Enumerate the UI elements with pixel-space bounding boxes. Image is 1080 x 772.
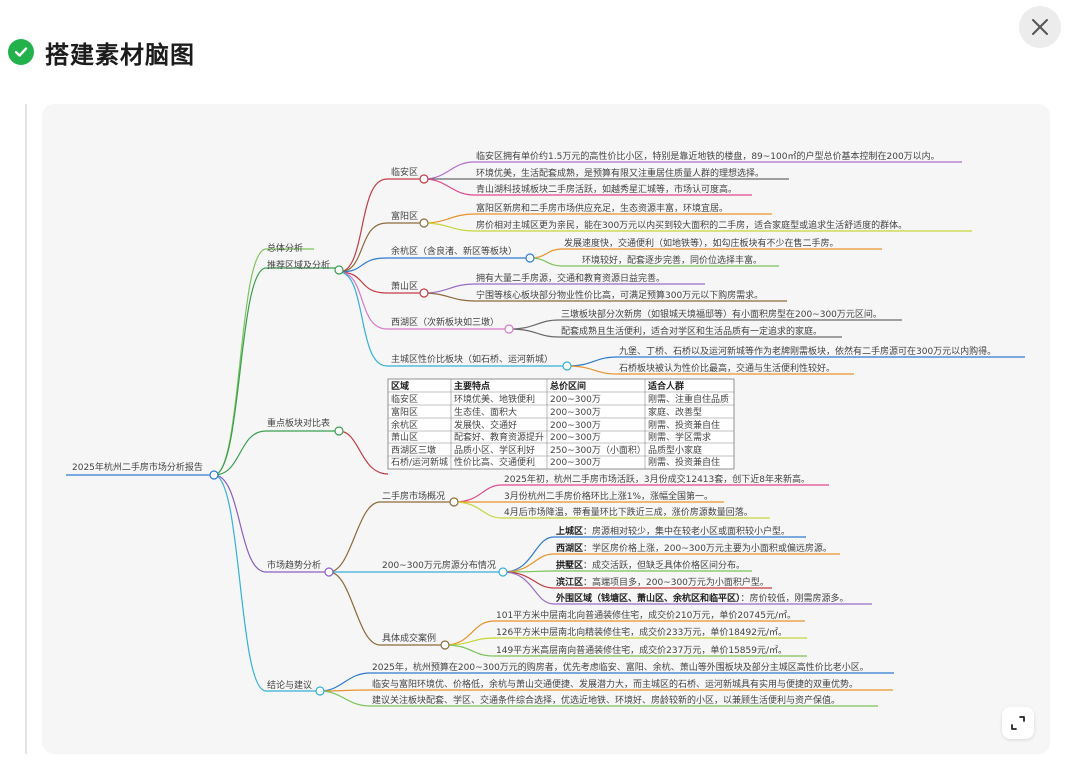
trend-note: 4月后市场降温，带看量环比下跌近三成，涨价房源数量回落。 (504, 506, 753, 518)
district-note: 配套成熟且生活便利，适合对学区和生活品质有一定追求的家庭。 (561, 325, 822, 337)
check-circle-icon (8, 39, 34, 65)
table-cell: 家庭、改善型 (648, 406, 702, 418)
branch-compare: 重点板块对比表 (267, 417, 330, 429)
trend-note: 3月份杭州二手房价格环比上涨1%，涨幅全国第一。 (504, 490, 713, 502)
close-button[interactable] (1019, 6, 1061, 48)
close-icon (1032, 19, 1048, 35)
mindmap-canvas: 2025年杭州二手房市场分析报告 总体分析 推荐区域及分析 重点板块对比表 市场… (42, 104, 1050, 754)
table-cell: 200~300万 (550, 433, 601, 443)
table-cell: 石桥/运河新城 (391, 456, 448, 468)
comparison-table: 区域 主要特点 总价区间 适合人群 临安区 环境优美、地铁便利 200~300万… (387, 378, 735, 470)
table-cell: 萧山区 (391, 431, 418, 443)
table-cell: 富阳区 (391, 406, 418, 418)
table-cell: 品质型小家庭 (648, 444, 702, 456)
table-cell: 生态佳、面积大 (454, 406, 517, 418)
district-linan: 临安区 (391, 166, 418, 178)
district-note: 九堡、丁桥、石桥以及运河新城等作为老牌刚需板块，依然有二手房源可在300万元以内… (619, 345, 996, 357)
district-note: 临安区拥有单价约1.5万元的高性价比小区，特别是靠近地铁的楼盘，89~100㎡的… (476, 150, 940, 162)
table-cell: 200~300万 (550, 458, 601, 468)
table-cell: 200~300万 (550, 395, 601, 405)
district-fuyang: 富阳区 (391, 210, 418, 222)
district-note: 环境优美，生活配套成熟，是预算有限又注重居住质量人群的理想选择。 (476, 167, 764, 179)
distribution-item: 外围区域（钱塘区、萧山区、余杭区和临平区）：房价较低，刚需房源多。 (555, 592, 849, 604)
district-note: 发展速度快，交通便利（如地铁等），如勾庄板块有不少在售二手房。 (564, 237, 839, 249)
table-header: 总价区间 (550, 380, 586, 392)
table-cell: 200~300万 (550, 421, 601, 431)
table-cell: 刚需、注重自住品质 (648, 393, 729, 405)
scroll-rail (25, 104, 27, 754)
district-yuhang: 余杭区（含良渚、新区等板块） (391, 245, 517, 257)
table-cell: 刚需、投资兼自住 (648, 419, 720, 431)
table-cell: 刚需、学区需求 (648, 431, 711, 443)
case-note: 101平方米中层南北向普通装修住宅，成交价210万元，单价20745元/㎡。 (496, 609, 796, 621)
trend-note: 2025年初，杭州二手房市场活跃，3月份成交12413套，创下近8年来新高。 (504, 473, 810, 485)
trend-market: 二手房市场概况 (382, 490, 445, 502)
trend-cases: 具体成交案例 (382, 632, 436, 644)
expand-icon (1011, 716, 1025, 730)
table-cell: 临安区 (391, 393, 418, 405)
district-xiaoshan: 萧山区 (391, 280, 418, 292)
expand-button[interactable] (1002, 707, 1034, 739)
table-cell: 200~300万 (550, 408, 601, 418)
case-note: 149平方米高层南向普通装修住宅，成交价237万元，单价15859元/㎡。 (496, 644, 787, 656)
table-header: 主要特点 (454, 380, 490, 392)
district-note: 青山湖科技城板块二手房活跃，如越秀星汇城等，市场认可度高。 (476, 183, 737, 195)
branch-overview: 总体分析 (267, 242, 303, 254)
district-note: 拥有大量二手房源，交通和教育资源日益完善。 (476, 272, 665, 284)
branch-trend: 市场趋势分析 (267, 559, 321, 571)
table-header: 区域 (391, 380, 409, 392)
conclusion-note: 建议关注板块配套、学区、交通条件综合选择，优选近地铁、环境好、房龄较新的小区，以… (372, 694, 840, 706)
branch-recommend: 推荐区域及分析 (267, 259, 330, 271)
dialog-title: 搭建素材脑图 (45, 40, 195, 69)
mindmap-svg: 2025年杭州二手房市场分析报告 总体分析 推荐区域及分析 重点板块对比表 市场… (66, 150, 1025, 707)
table-cell: 余杭区 (391, 419, 418, 431)
case-note: 126平方米中层南北向精装修住宅，成交价233万元，单价18492元/㎡。 (496, 626, 787, 638)
district-xihu: 西湖区（次新板块如三墩） (391, 316, 499, 328)
table-cell: 发展快、交通好 (454, 419, 517, 431)
trend-distribution: 200~300万元房源分布情况 (382, 559, 496, 571)
table-cell: 配套好、教育资源提升 (454, 431, 544, 443)
table-cell: 环境优美、地铁便利 (454, 393, 535, 405)
mindmap-root: 2025年杭州二手房市场分析报告 (72, 461, 203, 473)
conclusion-note: 2025年，杭州预算在200~300万元的购房者，优先考虑临安、富阳、余杭、萧山… (372, 661, 869, 673)
table-cell: 250~300万（小面积） (550, 444, 646, 456)
branch-conclusion: 结论与建议 (267, 679, 312, 691)
table-cell: 西湖区三墩 (391, 444, 436, 456)
district-note: 宁围等核心板块部分物业性价比高，可满足预算300万元以下购房需求。 (476, 289, 763, 301)
district-note: 房价相对主城区更为亲民，能在300万元以内买到较大面积的二手房，适合家庭型或追求… (476, 219, 907, 231)
district-note: 环境较好，配套逐步完善，同价位选择丰富。 (582, 254, 762, 266)
table-header: 适合人群 (648, 380, 684, 392)
table-cell: 刚需、投资兼自住 (648, 456, 720, 468)
district-note: 三墩板块部分次新房（如银城天境福邸等）有小面积房型在200~300万元区间。 (561, 308, 882, 320)
distribution-item: 滨江区：高端项目多，200~300万元为小面积户型。 (556, 576, 769, 588)
district-core: 主城区性价比板块（如石桥、运河新城） (391, 353, 553, 365)
table-cell: 性价比高、交通便利 (454, 456, 535, 468)
distribution-item: 上城区：房源相对较少，集中在较老小区或面积较小户型。 (556, 525, 790, 537)
conclusion-note: 临安与富阳环境优、价格低，余杭与萧山交通便捷、发展潜力大，而主城区的石桥、运河新… (372, 678, 858, 690)
distribution-item: 西湖区：学区房价格上涨，200~300万元主要为小面积或偏远房源。 (556, 542, 832, 554)
table-cell: 品质小区、学区利好 (454, 444, 535, 456)
dialog-header: 搭建素材脑图 (8, 34, 195, 70)
district-note: 石桥板块被认为性价比最高，交通与生活便利性较好。 (619, 362, 835, 374)
distribution-item: 拱墅区：成交活跃，但缺乏具体价格区间分布。 (556, 559, 745, 571)
district-note: 富阳区新房和二手房市场供应充足，生态资源丰富，环境宜居。 (476, 202, 728, 214)
